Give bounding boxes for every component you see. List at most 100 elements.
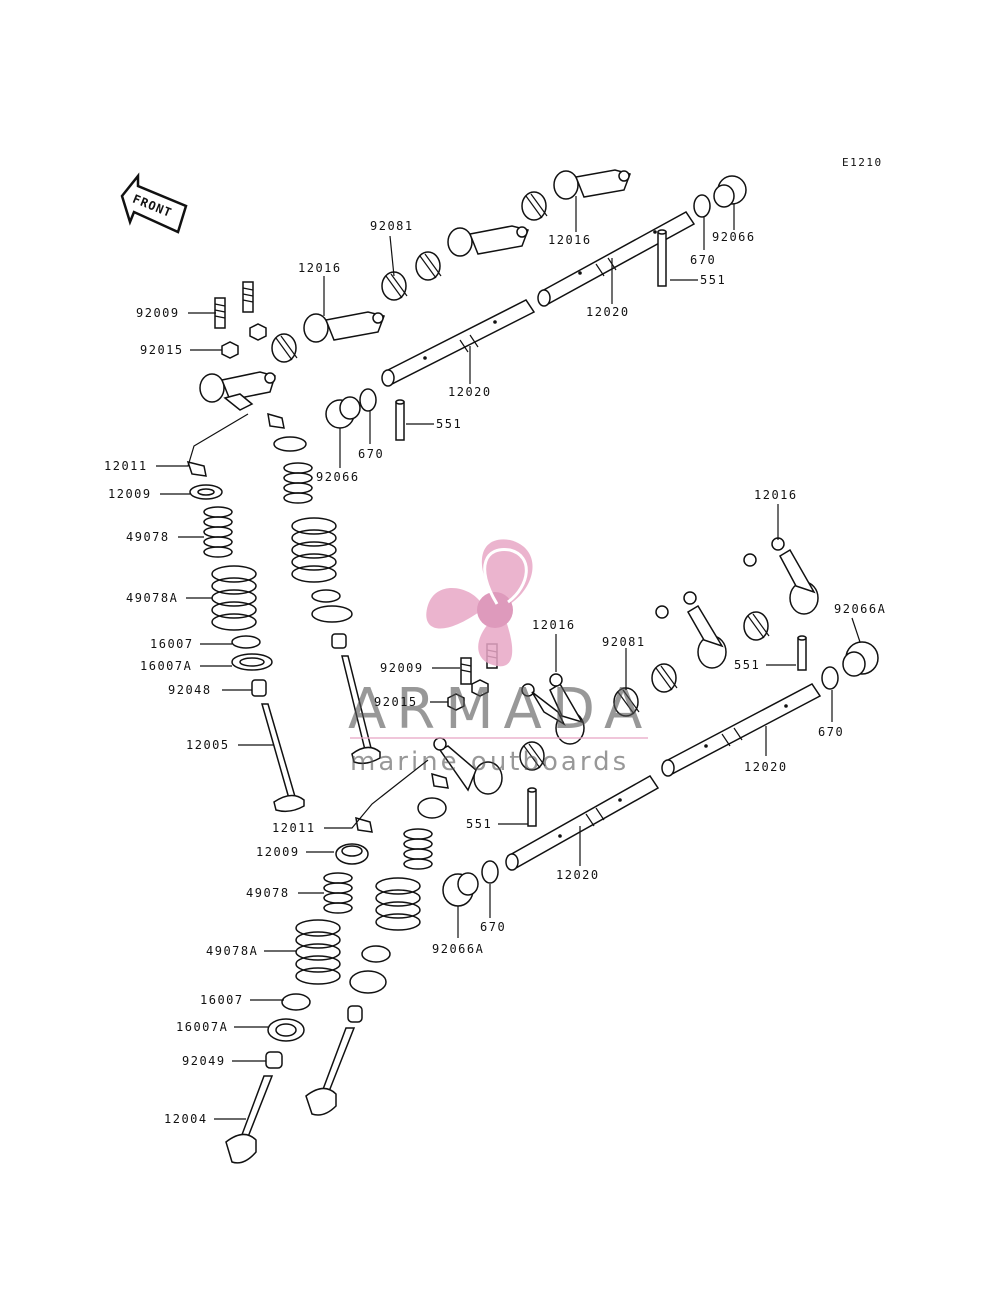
label-92081: 92081 <box>602 635 646 649</box>
label-92066A: 92066A <box>432 942 484 956</box>
label-16007: 16007 <box>150 637 194 651</box>
lower-rocker-arm-c <box>655 591 727 669</box>
label-49078: 49078 <box>126 530 170 544</box>
watermark-tagline: marine outboards <box>350 747 629 777</box>
label-12020: 12020 <box>744 760 788 774</box>
upper-plug-right <box>713 175 747 208</box>
label-12005: 12005 <box>186 738 230 752</box>
label-12020: 12020 <box>556 868 600 882</box>
front-arrow-icon: FRONT <box>120 172 188 234</box>
lower-nut-1 <box>447 693 465 711</box>
label-92009: 92009 <box>380 661 424 675</box>
label-12011: 12011 <box>272 821 316 835</box>
upper-rocker-spring-3 <box>415 251 442 281</box>
outer-valve-spring-lower-center <box>375 877 421 931</box>
lower-o-ring-left <box>481 860 499 884</box>
label-12020: 12020 <box>448 385 492 399</box>
upper-plug-left <box>325 396 361 429</box>
lower-pin-left <box>527 787 537 827</box>
diagram-code: E1210 <box>842 156 883 169</box>
label-92015: 92015 <box>374 695 418 709</box>
upper-rocker-spring-1 <box>271 333 298 363</box>
lower-nut-2 <box>471 679 489 697</box>
lower-rocker-spring-4 <box>743 611 770 641</box>
label-551: 551 <box>436 417 462 431</box>
label-670: 670 <box>480 920 506 934</box>
lower-left-valve-stack <box>225 816 373 1164</box>
upper-rocker-arm-b <box>303 311 385 343</box>
label-12016: 12016 <box>532 618 576 632</box>
upper-pin-right <box>657 229 667 287</box>
label-12020: 12020 <box>586 305 630 319</box>
upper-rocker-arm-c <box>447 225 529 257</box>
label-12016: 12016 <box>298 261 342 275</box>
label-92015: 92015 <box>140 343 184 357</box>
label-12009: 12009 <box>108 487 152 501</box>
upper-rocker-shaft-2 <box>537 211 696 307</box>
upper-o-ring-left <box>359 388 377 412</box>
propeller-icon <box>426 539 533 667</box>
lower-rocker-arm-d <box>743 537 819 615</box>
upper-rocker-arm-a <box>199 371 276 411</box>
label-551: 551 <box>466 817 492 831</box>
label-12016: 12016 <box>548 233 592 247</box>
label-49078A: 49078A <box>206 944 258 958</box>
upper-nut-1 <box>221 341 239 359</box>
label-49078: 49078 <box>246 886 290 900</box>
label-670: 670 <box>690 253 716 267</box>
lower-pin-right <box>797 635 807 671</box>
lower-rocker-spring-1 <box>519 741 546 771</box>
outer-valve-spring-center <box>291 517 337 583</box>
label-670: 670 <box>358 447 384 461</box>
upper-adjust-screw-2 <box>242 281 254 313</box>
watermark-brand: ARMADA <box>348 677 652 742</box>
label-12009: 12009 <box>256 845 300 859</box>
outer-valve-spring-lower-left <box>295 919 341 985</box>
lower-rocker-arm-a <box>433 737 503 795</box>
lower-plug-left <box>442 872 479 907</box>
label-92081: 92081 <box>370 219 414 233</box>
upper-adjust-screw-1 <box>214 297 226 329</box>
armada-logo-watermark: ARMADA marine outboards <box>348 539 652 777</box>
left-valve-stack <box>186 460 305 813</box>
lower-adjust-screw-1 <box>460 657 472 685</box>
label-551: 551 <box>700 273 726 287</box>
upper-pin-left <box>395 399 405 441</box>
lower-rocker-shaft-1 <box>505 775 660 871</box>
label-16007A: 16007A <box>176 1020 228 1034</box>
lower-center-valve-stack <box>305 772 449 1116</box>
upper-nut-2 <box>249 323 267 341</box>
leader-lines <box>156 196 861 1120</box>
part-labels: 12016 92081 92066 670 551 12020 12016 92… <box>104 219 886 1126</box>
lower-o-ring-right <box>821 666 839 690</box>
lower-rocker-spring-3 <box>651 663 678 693</box>
label-92048: 92048 <box>168 683 212 697</box>
upper-o-ring-right <box>693 194 711 218</box>
outer-valve-spring-left <box>211 565 257 631</box>
label-551: 551 <box>734 658 760 672</box>
inner-valve-spring-lower-left <box>323 872 353 914</box>
upper-rocker-arm-d <box>553 169 631 200</box>
lower-rocker-arm-b <box>521 673 585 745</box>
lower-rocker-spring-2 <box>613 687 640 717</box>
inner-valve-spring-lower-center <box>403 828 433 870</box>
upper-rocker-shaft-1 <box>381 299 536 387</box>
inner-valve-spring-center <box>283 462 313 504</box>
lower-rocker-shaft-2 <box>661 683 822 777</box>
upper-rocker-spring-2 <box>381 271 408 301</box>
label-16007A: 16007A <box>140 659 192 673</box>
label-49078A: 49078A <box>126 591 178 605</box>
label-16007: 16007 <box>200 993 244 1007</box>
label-12004: 12004 <box>164 1112 208 1126</box>
lower-plug-right <box>842 641 879 677</box>
label-12011: 12011 <box>104 459 148 473</box>
label-92049: 92049 <box>182 1054 226 1068</box>
label-92066: 92066 <box>316 470 360 484</box>
center-valve-stack <box>267 412 381 765</box>
label-92009: 92009 <box>136 306 180 320</box>
label-12016: 12016 <box>754 488 798 502</box>
label-92066A: 92066A <box>834 602 886 616</box>
upper-rocker-spring-4 <box>521 191 548 221</box>
label-92066: 92066 <box>712 230 756 244</box>
